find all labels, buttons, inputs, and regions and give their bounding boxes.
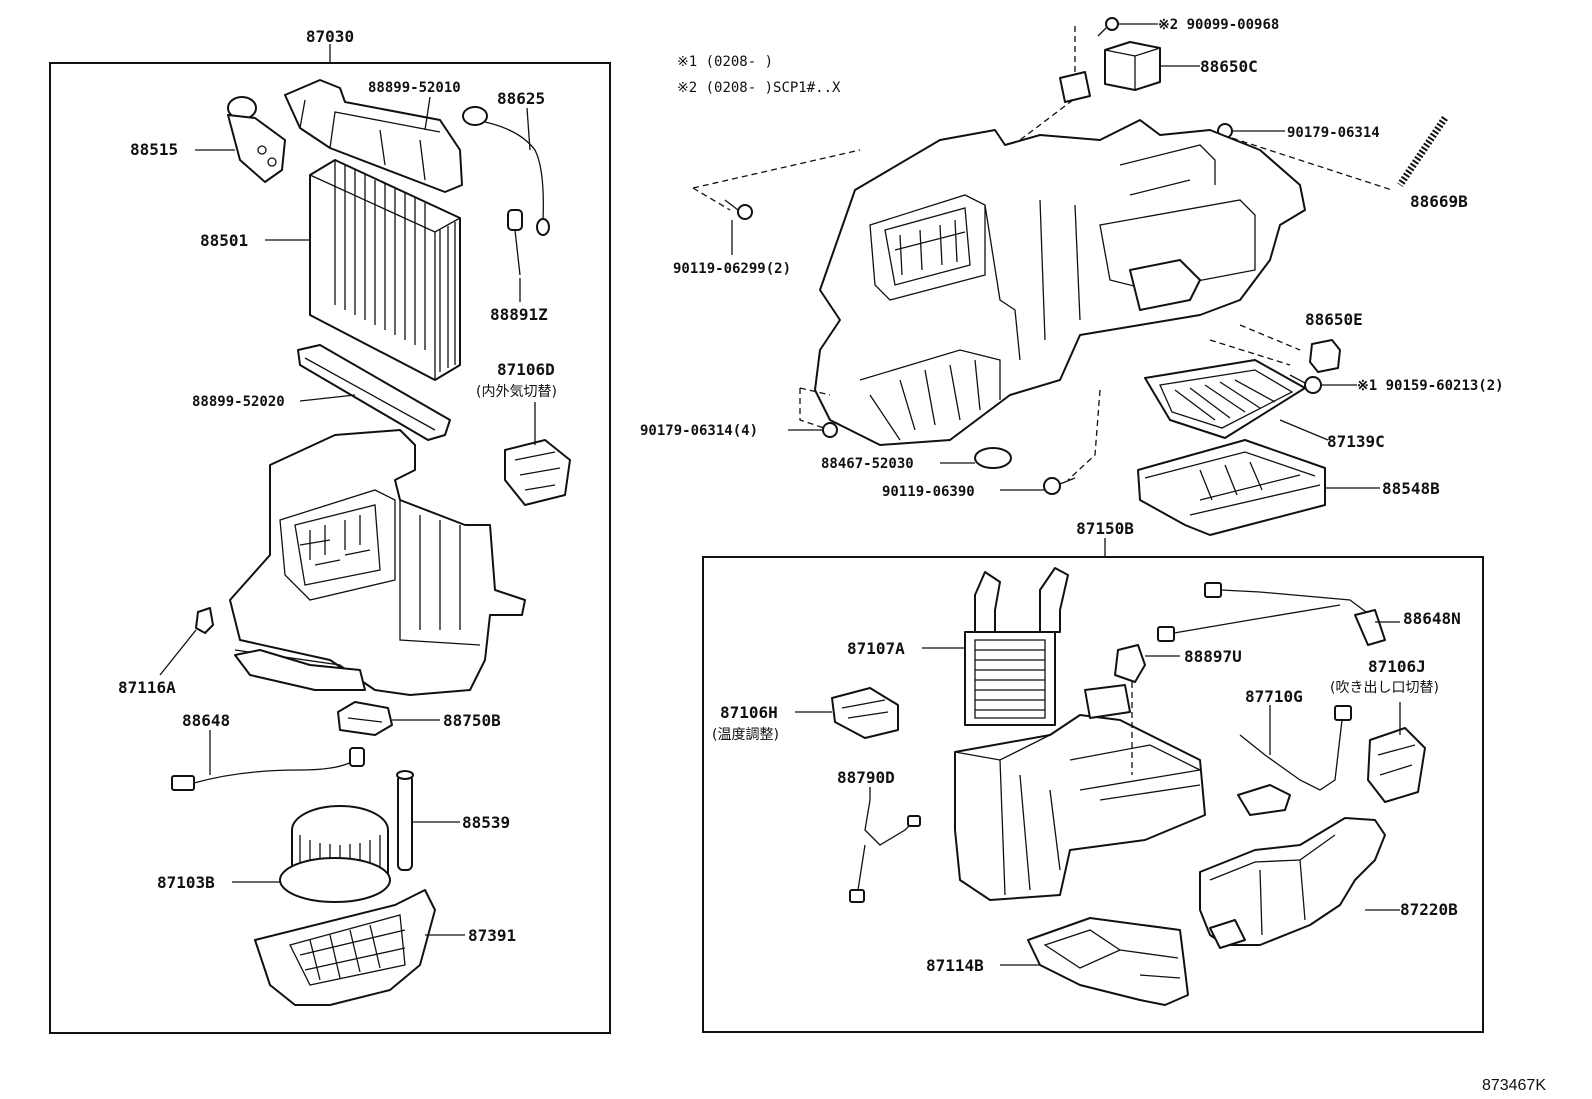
part-88501-label[interactable]: 88501 [200, 231, 248, 250]
leader-88899-52010 [424, 96, 431, 131]
part-87139C-label[interactable]: 87139C [1327, 432, 1385, 451]
part-87103B-drawing [279, 805, 391, 903]
note-2[interactable]: ※2 (0208- )SCP1#..X [677, 80, 841, 96]
part-88750B-label[interactable]: 88750B [443, 711, 501, 730]
dash-main-unit-bottom [1067, 324, 1301, 481]
part-intake-case-drawing [229, 429, 526, 696]
part-88650E-label[interactable]: 88650E [1305, 310, 1363, 329]
part-87220B-label[interactable]: 87220B [1400, 900, 1458, 919]
part-88648-drawing [171, 747, 365, 791]
part-90119-06299-drawing [724, 199, 753, 220]
part-87391-label[interactable]: 87391 [468, 926, 516, 945]
part-90119-06390-label[interactable]: 90119-06390 [882, 484, 975, 500]
part-90119-06299-label[interactable]: 90119-06299(2) [673, 261, 791, 277]
part-88548B-drawing [1137, 439, 1326, 536]
part-88625-label[interactable]: 88625 [497, 89, 545, 108]
part-90179-06314-top-label[interactable]: 90179-06314 [1287, 125, 1380, 141]
part-87106H-description[interactable]: (温度調整) [712, 727, 779, 743]
part-88515-drawing [227, 96, 286, 183]
part-88899-52010-drawing [284, 79, 463, 193]
part-87106D-label[interactable]: 87106D [497, 360, 555, 379]
part-88750B-drawing [337, 701, 393, 736]
part-88669B-label[interactable]: 88669B [1410, 192, 1468, 211]
dash-88669B [1231, 137, 1393, 191]
part-87106J-label[interactable]: 87106J [1368, 657, 1426, 676]
part-90179-06314-bottom-label[interactable]: 90179-06314(4) [640, 423, 758, 439]
part-88515-label[interactable]: 88515 [130, 140, 178, 159]
part-87106J-drawing [1367, 727, 1426, 803]
part-88899-52010-label[interactable]: 88899-52010 [368, 80, 461, 96]
note-1[interactable]: ※1 (0208- ) [677, 54, 773, 70]
part-87710G-drawing [1237, 705, 1352, 816]
leader-87139C [1279, 419, 1329, 441]
part-88650C-drawing [1059, 41, 1161, 103]
part-88648N-label[interactable]: 88648N [1403, 609, 1461, 628]
part-88539-label[interactable]: 88539 [462, 813, 510, 832]
part-87116A-label[interactable]: 87116A [118, 678, 176, 697]
part-88897U-drawing [1114, 644, 1146, 683]
part-87391-drawing [254, 889, 436, 1006]
part-88650E-drawing [1309, 339, 1341, 373]
part-90159-60213-drawing [1289, 374, 1322, 394]
part-87116A-drawing [195, 607, 214, 634]
right-group-frame [702, 556, 1484, 1033]
part-88648N-drawing [1157, 582, 1386, 646]
part-87107A-label[interactable]: 87107A [847, 639, 905, 658]
part-90099-00968-drawing [1097, 17, 1119, 37]
part-87103B-label[interactable]: 87103B [157, 873, 215, 892]
part-88790D-drawing [849, 799, 921, 903]
leader-88625 [526, 107, 531, 151]
part-88467-52030-label[interactable]: 88467-52030 [821, 456, 914, 472]
part-88899-52020-drawing [297, 344, 451, 441]
part-88899-52020-label[interactable]: 88899-52020 [192, 394, 285, 410]
part-87114B-label[interactable]: 87114B [926, 956, 984, 975]
part-90179-06314-bottom-drawing [822, 422, 838, 438]
part-90099-00968-label[interactable]: ※2 90099-00968 [1158, 17, 1279, 33]
part-87107A-drawing [964, 567, 1069, 726]
part-87710G-label[interactable]: 87710G [1245, 687, 1303, 706]
part-88548B-label[interactable]: 88548B [1382, 479, 1440, 498]
part-87139C-drawing [1144, 359, 1306, 439]
part-87106H-drawing [831, 687, 899, 739]
left-group-assembly-label[interactable]: 87030 [306, 27, 354, 46]
dash-main-unit-left [692, 149, 861, 431]
dash-88650C [1019, 26, 1076, 141]
part-88625-drawing [462, 106, 550, 236]
part-88669B-drawing [1397, 116, 1448, 187]
part-88891Z-drawing [507, 209, 523, 276]
part-88501-drawing [309, 159, 461, 381]
part-87114B-drawing [1027, 917, 1189, 1006]
part-88891Z-label[interactable]: 88891Z [490, 305, 548, 324]
diagram-code[interactable]: 873467K [1482, 1077, 1546, 1094]
part-87106D-description[interactable]: (内外気切替) [476, 384, 557, 400]
part-88539-drawing [396, 770, 414, 871]
part-88467-52030-drawing [974, 447, 1012, 469]
part-90159-60213-label[interactable]: ※1 90159-60213(2) [1357, 378, 1504, 394]
part-88648-label[interactable]: 88648 [182, 711, 230, 730]
part-88790D-label[interactable]: 88790D [837, 768, 895, 787]
part-87220B-drawing [1199, 817, 1386, 949]
part-heater-unit-drawing [814, 119, 1306, 446]
part-87106D-drawing [504, 439, 571, 506]
leader-88899-52020 [299, 394, 356, 402]
part-87106H-label[interactable]: 87106H [720, 703, 778, 722]
part-90119-06390-drawing [1043, 477, 1076, 495]
part-87106J-description[interactable]: (吹き出し口切替) [1330, 680, 1439, 696]
leader-87116A [159, 629, 197, 676]
part-88897U-label[interactable]: 88897U [1184, 647, 1242, 666]
part-88650C-label[interactable]: 88650C [1200, 57, 1258, 76]
part-central-case-drawing [954, 684, 1206, 901]
right-group-assembly-label[interactable]: 87150B [1076, 519, 1134, 538]
